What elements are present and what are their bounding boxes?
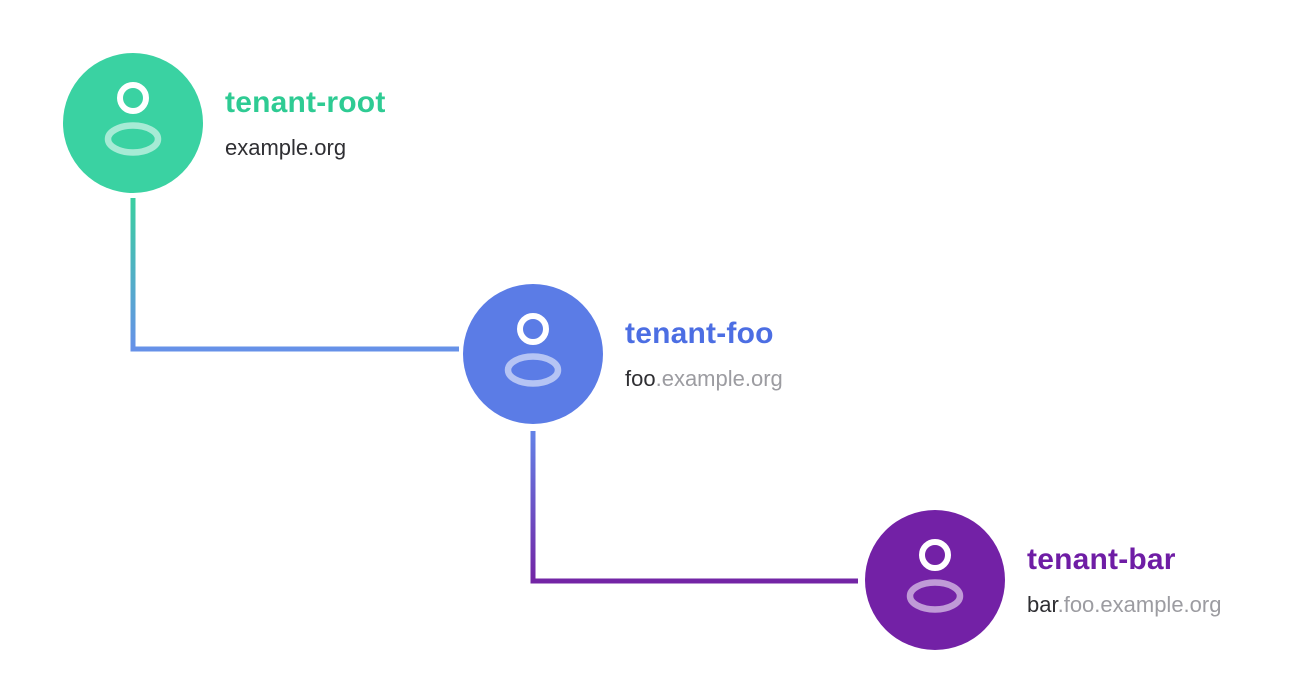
- node-tenant-foo: tenant-foo foo.example.org: [463, 284, 783, 424]
- tenant-domain-parent: .foo.example.org: [1057, 592, 1222, 617]
- user-icon: [906, 539, 964, 613]
- tenant-bar-avatar: [865, 510, 1005, 650]
- tenant-domain-parent: .example.org: [655, 366, 783, 391]
- tenant-domain: foo.example.org: [625, 366, 783, 392]
- tenant-domain-own: foo: [625, 366, 656, 391]
- tenant-domain: bar.foo.example.org: [1027, 592, 1221, 618]
- tenant-domain: example.org: [225, 135, 386, 161]
- connector-root-to-foo: [130, 198, 459, 352]
- tenant-foo-labels: tenant-foo foo.example.org: [625, 316, 783, 392]
- tenant-name: tenant-foo: [625, 317, 774, 350]
- user-icon: [504, 313, 562, 387]
- node-tenant-bar: tenant-bar bar.foo.example.org: [865, 510, 1221, 650]
- tenant-bar-labels: tenant-bar bar.foo.example.org: [1027, 542, 1221, 618]
- tenant-domain-own: example.org: [225, 135, 347, 160]
- tenant-name: tenant-bar: [1027, 543, 1176, 576]
- tenant-root-avatar: [63, 53, 203, 193]
- tenant-root-labels: tenant-root example.org: [225, 85, 386, 161]
- connector-foo-to-bar: [530, 431, 858, 584]
- node-tenant-root: tenant-root example.org: [63, 53, 386, 193]
- tenant-domain-own: bar: [1027, 592, 1058, 617]
- tenant-foo-avatar: [463, 284, 603, 424]
- tenant-name: tenant-root: [225, 86, 386, 119]
- user-icon: [104, 82, 162, 156]
